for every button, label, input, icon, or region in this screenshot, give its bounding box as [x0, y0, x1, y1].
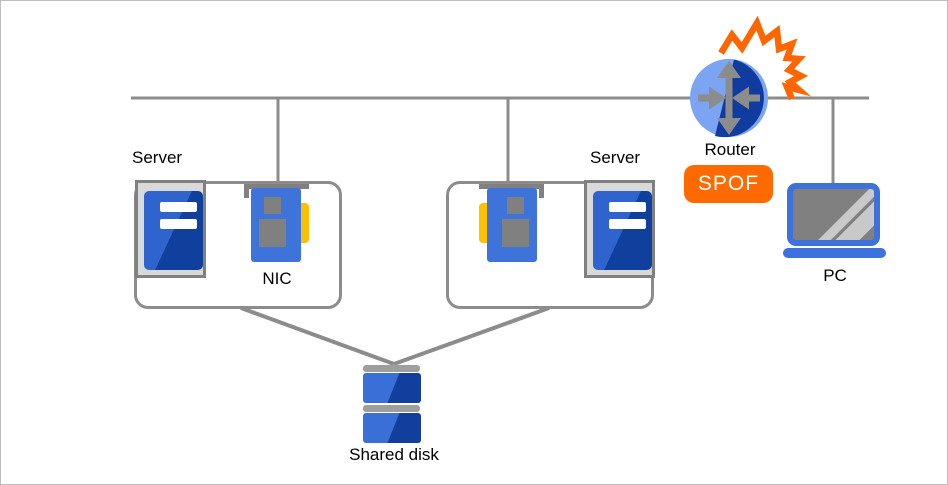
laptop-base [783, 248, 886, 258]
disk-link-right [393, 306, 550, 366]
router-label: Router [704, 140, 756, 159]
explosion-icon [718, 15, 812, 101]
shared-disk-label: Shared disk [349, 445, 439, 464]
nic-icon [244, 184, 310, 262]
laptop-icon [787, 183, 880, 246]
router-arrows [698, 61, 760, 135]
shared-disk-icon [363, 365, 421, 443]
server-tower [593, 191, 652, 270]
nic-bracket-stub [244, 184, 249, 198]
spof-badge: SPOF [684, 165, 773, 203]
nic-chip-large [502, 219, 529, 247]
disk-cap [363, 405, 420, 412]
nic-chip-small [507, 197, 524, 214]
disk-link-left [240, 306, 395, 366]
server-icon [584, 180, 655, 278]
server-icon [135, 180, 206, 278]
server-slot [609, 202, 646, 212]
router-icon [690, 59, 768, 138]
nic-label: NIC [262, 269, 292, 288]
nic-bracket [244, 184, 309, 189]
server-slot [160, 202, 197, 212]
nic-icon [478, 184, 544, 262]
server-slot [160, 219, 197, 229]
server-slot [609, 219, 646, 229]
server-tower [144, 191, 203, 270]
nic-chip-large [259, 219, 286, 247]
server-right-label: Server [590, 148, 641, 167]
server-left-label: Server [132, 148, 183, 167]
pc-label: PC [823, 266, 847, 285]
disk-platter [363, 373, 421, 403]
nic-bracket-stub [539, 184, 544, 198]
disk-platter [363, 413, 421, 443]
disk-cap [363, 365, 420, 372]
nic-chip-small [264, 197, 281, 214]
spof-badge-label: SPOF [697, 172, 760, 195]
